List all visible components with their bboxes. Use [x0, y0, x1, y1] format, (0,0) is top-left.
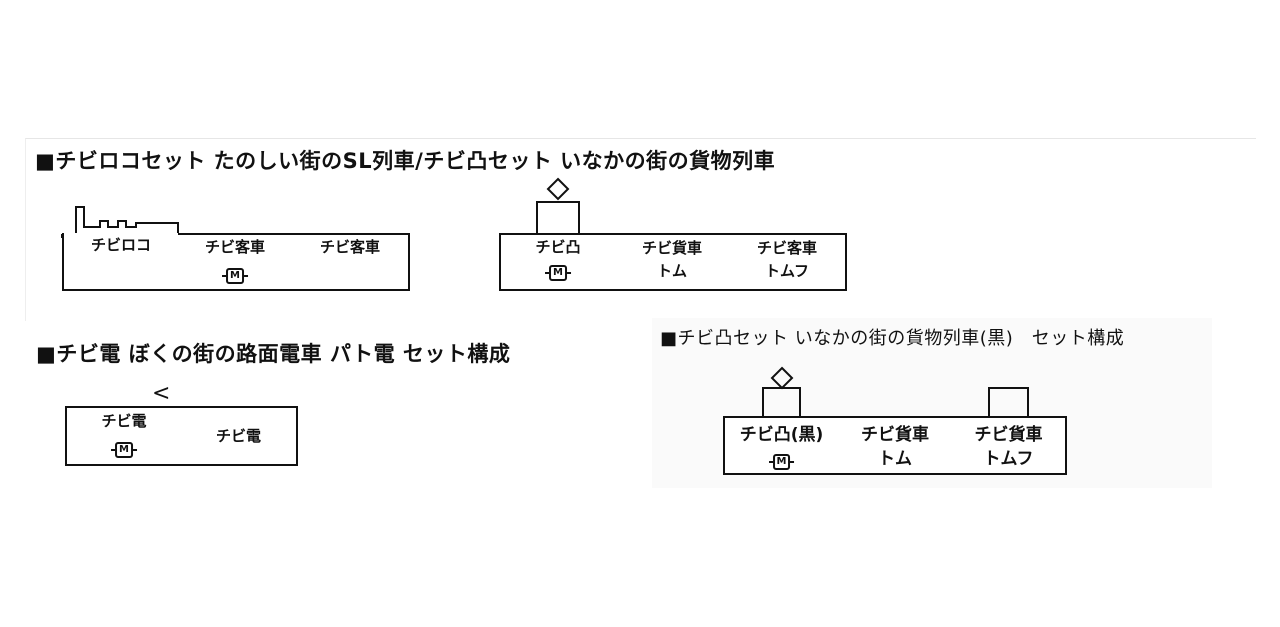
car-label: チビ凸: [535, 238, 581, 256]
pantograph-icon: <: [152, 381, 171, 406]
car-label: チビ貨車: [974, 425, 1043, 445]
cab-outline: [536, 201, 580, 235]
car-label: チビ貨車: [861, 425, 929, 445]
car-label: チビ凸(黒): [739, 425, 824, 445]
car-label: チビ貨車: [641, 239, 702, 257]
set2-title: ■チビ電 ぼくの街の路面電車 パト電 セット構成: [36, 342, 511, 366]
car-chibi-freight-tom: チビ貨車 トム: [615, 233, 731, 291]
car-label: チビ客車: [319, 238, 380, 256]
car-label: チビ客車: [756, 239, 817, 257]
pantograph-diamond-icon: [546, 177, 570, 201]
car-sublabel: トムフ: [764, 262, 810, 280]
car-label: チビ電: [215, 427, 261, 445]
car-chibi-freight-tomfu: チビ貨車 トムフ: [952, 416, 1067, 475]
car-chibi-totsu: チビ凸 M: [499, 233, 617, 291]
car-chibi-coach-1: チビ客車 M: [178, 233, 294, 291]
set1-title: ■チビロコセット たのしい街のSL列車/チビ凸セット いなかの街の貨物列車: [35, 149, 776, 173]
car-label: チビロコ: [90, 236, 151, 254]
car-label: チビ客車: [204, 238, 265, 256]
motor-badge: M: [111, 442, 137, 458]
car-sublabel: トムフ: [983, 449, 1034, 469]
motor-badge: M: [545, 265, 571, 281]
motor-badge: M: [222, 268, 248, 284]
car-sublabel: トム: [656, 262, 687, 280]
car-chibi-den-1: チビ電 M: [65, 406, 183, 466]
steam-loco-outline: [61, 206, 179, 238]
set3-title: ■チビ凸セット いなかの街の貨物列車(黒) セット構成: [660, 328, 1125, 349]
motor-badge: M: [768, 454, 795, 470]
car-label: チビ電: [101, 412, 147, 430]
car-sublabel: トム: [878, 449, 912, 469]
caboose-outline: [988, 387, 1029, 419]
car-chibi-den-2: チビ電: [181, 406, 298, 466]
car-chibi-totsu-black: チビ凸(黒) M: [723, 416, 840, 475]
cab-outline: [762, 387, 801, 419]
car-chibi-coach-2: チビ客車: [292, 233, 410, 291]
car-chibi-coach-tomfu: チビ客車 トムフ: [729, 233, 847, 291]
car-chibi-loco: チビロコ: [62, 233, 180, 291]
car-chibi-freight-tom: チビ貨車 トム: [838, 416, 954, 475]
